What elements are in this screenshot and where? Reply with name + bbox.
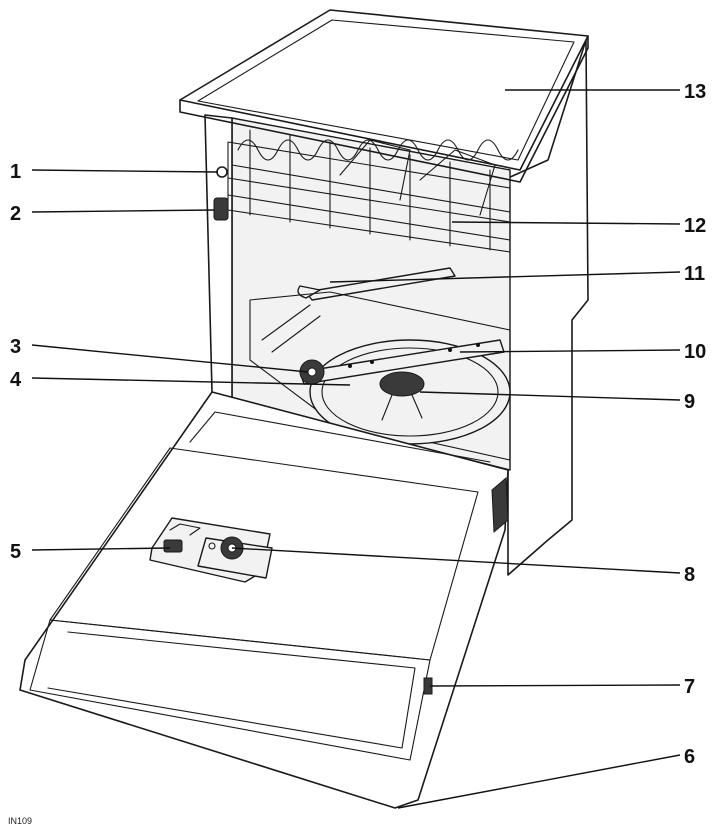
upper-basket (213, 129, 519, 253)
leader-11 (329, 271, 681, 283)
leader-12 (451, 221, 681, 225)
callout-4: 4 (10, 369, 22, 391)
leader-9 (419, 391, 681, 401)
door-hinge (491, 476, 509, 534)
leader-2 (31, 209, 215, 213)
callout-5: 5 (10, 541, 21, 563)
callout-10: 10 (684, 341, 706, 363)
callout-1: 1 (10, 161, 21, 183)
figure-code: IN109 (8, 816, 32, 826)
basket-height-adjuster (213, 197, 229, 221)
leader-7 (429, 684, 681, 687)
callout-numbers: 1 2 3 4 5 6 7 8 9 10 11 12 13 (10, 81, 706, 768)
callout-2: 2 (10, 203, 21, 225)
leader-3 (31, 344, 309, 373)
callout-6: 6 (684, 746, 695, 768)
filter-cup (379, 371, 425, 397)
leader-1 (31, 169, 219, 173)
lower-spray-arm (299, 339, 505, 385)
open-door (19, 391, 509, 809)
leader-10 (459, 349, 681, 353)
leader-8 (231, 547, 681, 574)
leader-6 (397, 754, 681, 809)
leader-5 (31, 547, 171, 551)
callout-13: 13 (684, 81, 706, 103)
upper-spray-arm (297, 267, 456, 301)
callout-8: 8 (684, 564, 695, 586)
callout-12: 12 (684, 215, 706, 237)
leader-4 (31, 377, 351, 386)
callout-11: 11 (684, 263, 705, 285)
callout-7: 7 (684, 676, 695, 698)
leader-lines (31, 89, 681, 809)
callout-3: 3 (10, 336, 21, 358)
callout-9: 9 (684, 391, 695, 413)
dispenser-latch (163, 539, 183, 553)
